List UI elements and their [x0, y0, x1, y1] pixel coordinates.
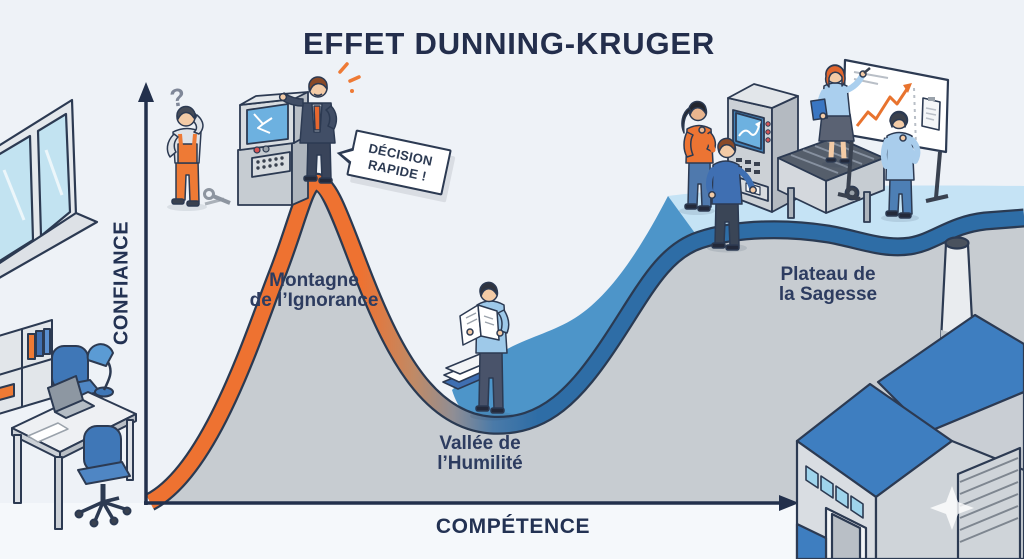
blue-base-stripe: [795, 522, 828, 559]
broken-machine-illustration: [237, 91, 309, 206]
factory-windows: [805, 465, 864, 519]
desk-lamp-illustration: [86, 343, 114, 398]
mountain-of-ignorance-label: Montagne de l’Ignorance: [249, 270, 379, 311]
factory-illustration: [795, 236, 1024, 559]
window-illustration: [0, 98, 99, 279]
observer-figure: [880, 110, 921, 222]
operator-figure: [705, 137, 757, 253]
sparkle-icon: [930, 486, 974, 530]
y-axis-label: CONFIANCE: [110, 220, 133, 346]
laptop-illustration: [47, 375, 95, 419]
ponytail: [681, 107, 692, 134]
confident-manager-figure: [278, 62, 361, 184]
wrench-icon: [203, 188, 231, 206]
plateau-of-wisdom-label: Plateau de la Sagesse: [778, 264, 878, 305]
x-axis-arrowhead: [779, 495, 799, 511]
x-axis-label: COMPÉTENCE: [435, 515, 591, 538]
presenter-figure: [810, 64, 871, 168]
office-chair-front: [74, 425, 132, 528]
curve-underfill: [150, 181, 1024, 503]
paper-sheet: [27, 422, 69, 443]
valley-of-humility-label: Vallée de l’Humilité: [437, 433, 523, 474]
factory-door: [830, 512, 862, 559]
growth-chart-icon: [855, 88, 909, 127]
error-screen: [246, 103, 289, 145]
pinned-note: [921, 97, 941, 131]
rollup-door: [956, 446, 1022, 559]
reader-figure: [459, 281, 514, 421]
crack-icon: [253, 113, 273, 134]
bob-hair: [824, 64, 846, 88]
slope-surface: [452, 196, 700, 426]
desk-illustration: [0, 319, 137, 530]
shelf-illustration: [0, 319, 53, 415]
y-axis-arrowhead: [138, 82, 154, 102]
exclamation-sparks-icon: [338, 62, 361, 93]
page-title: EFFET DUNNING-KRUGER: [302, 26, 716, 61]
worker-figure: [166, 105, 207, 211]
axes: [138, 82, 799, 511]
woman-orange-figure: [679, 100, 717, 215]
